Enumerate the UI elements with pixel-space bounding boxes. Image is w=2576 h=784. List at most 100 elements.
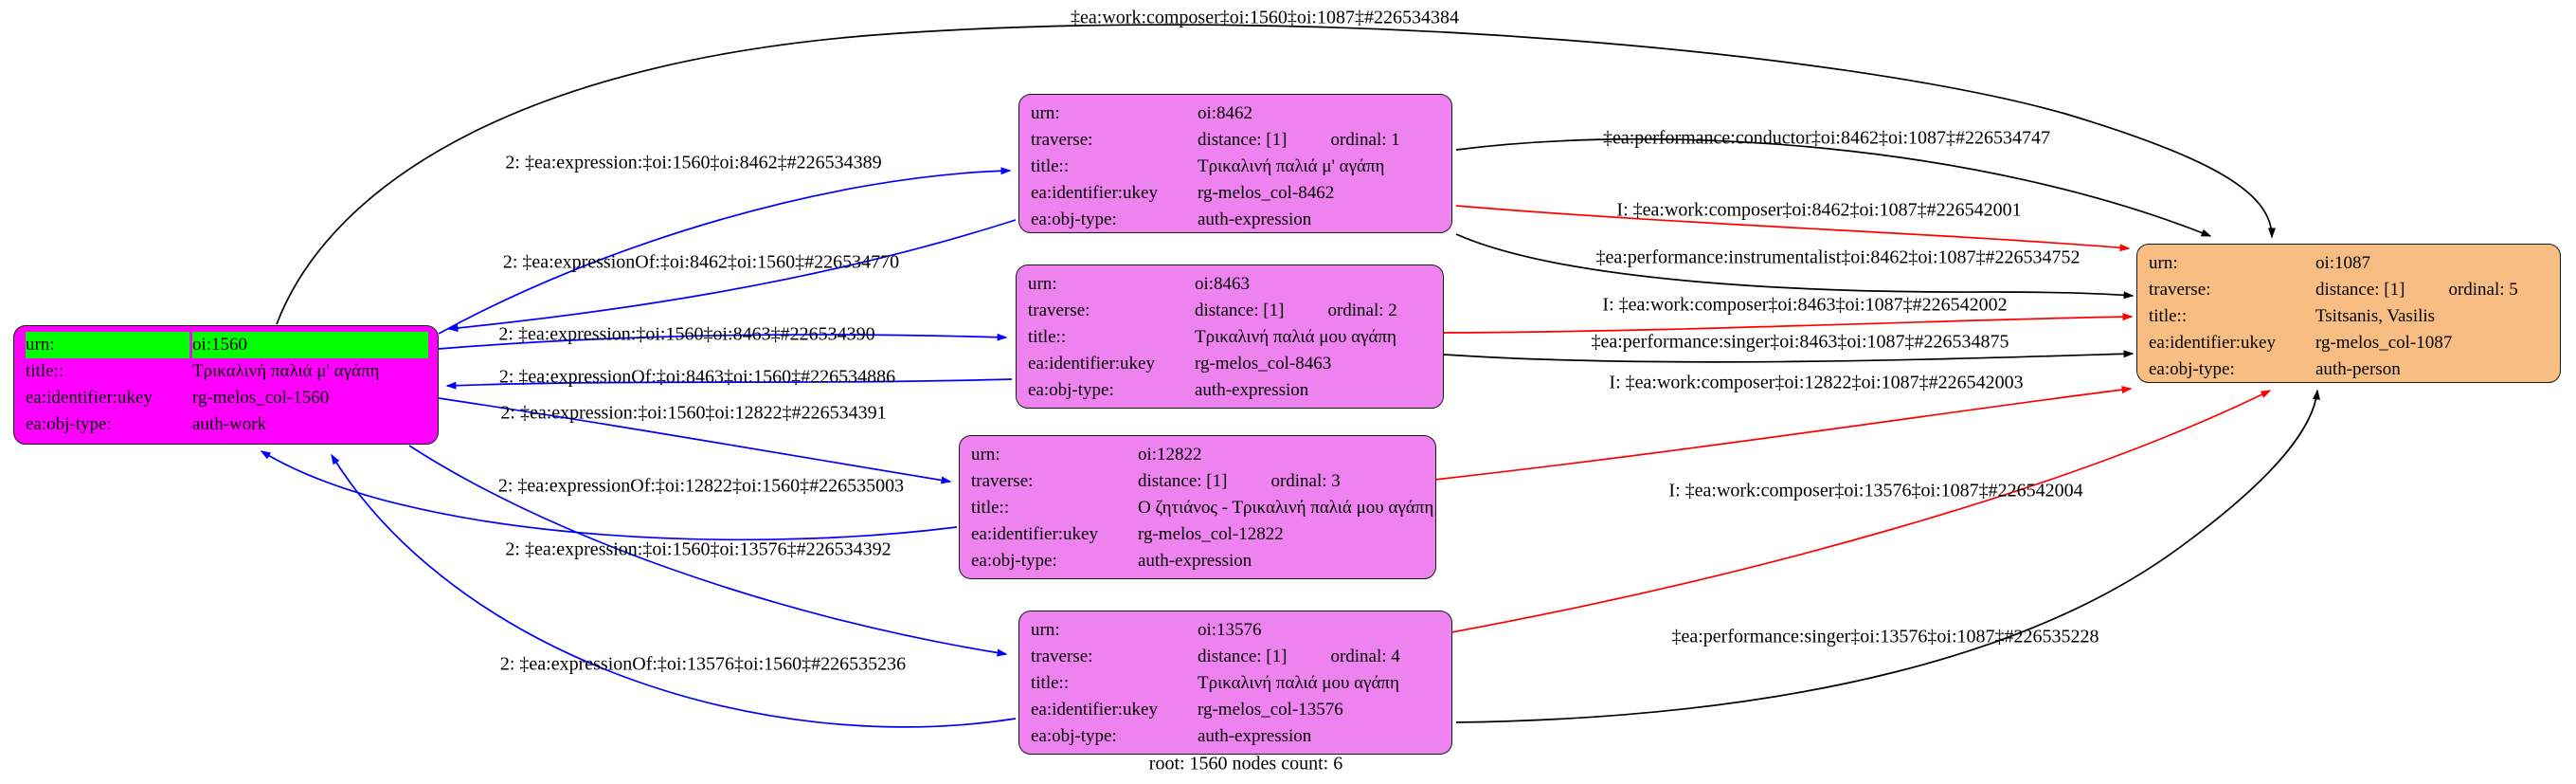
ukey-value: rg-melos_col-1087: [2315, 333, 2453, 353]
edge-work-composer-1560-1087: [276, 24, 2276, 325]
node-row-objtype: ea:obj-type: auth-expression: [971, 548, 1426, 574]
traverse-distance: distance: [1]: [1195, 301, 1285, 320]
ukey-label: ea:identifier:ukey: [971, 524, 1098, 544]
title-value: Τρικαλινή παλιά μου αγάπη: [1198, 673, 1399, 693]
traverse-ordinal: ordinal: 3: [1270, 471, 1341, 491]
traverse-label: traverse:: [971, 471, 1034, 491]
edge-label-work-composer-8462-1087: I: ‡ea:work:composer‡oi:8462‡oi:1087‡#22…: [1616, 199, 2022, 221]
node-row-urn: urn: oi:1087: [2149, 250, 2550, 277]
node-oi-8462: urn: oi:8462 traverse: distance: [1] ord…: [1018, 94, 1452, 233]
edge-expression-1560-8463: [438, 333, 1008, 350]
node-row-title: title:: Τρικαλινή παλιά μ' αγάπη: [26, 358, 428, 385]
edge-label-expression-1560-13576: 2: ‡ea:expression:‡oi:1560‡oi:13576‡#226…: [505, 538, 892, 560]
title-value: Τρικαλινή παλιά μ' αγάπη: [1198, 156, 1385, 176]
node-oi-1560: urn: oi:1560 title:: Τρικαλινή παλιά μ' …: [13, 325, 439, 445]
traverse-label: traverse:: [2149, 280, 2211, 300]
title-value: Tsitsanis, Vasilis: [2315, 306, 2436, 326]
node-row-traverse: traverse: distance: [1] ordinal: 5: [2149, 277, 2550, 303]
node-row-objtype: ea:obj-type: auth-expression: [1031, 207, 1442, 233]
title-value: Ο ζητιάνος - Τρικαλινή παλιά μου αγάπη: [1138, 498, 1434, 518]
urn-value: oi:8463: [1195, 274, 1251, 294]
edge-expression-1560-12822: [438, 397, 952, 484]
title-label: title::: [26, 361, 64, 381]
node-oi-1087: urn: oi:1087 traverse: distance: [1] ord…: [2136, 244, 2561, 383]
edge-expressionOf-8462-1560: [447, 219, 1017, 333]
node-row-traverse: traverse: distance: [1] ordinal: 2: [1028, 298, 1433, 324]
node-row-ukey: ea:identifier:ukey rg-melos_col-8462: [1031, 180, 1442, 207]
traverse-label: traverse:: [1031, 647, 1093, 666]
node-row-objtype: ea:obj-type: auth-expression: [1031, 723, 1442, 750]
objtype-value: auth-expression: [1195, 380, 1309, 400]
urn-label: urn:: [2149, 253, 2178, 273]
objtype-label: ea:obj-type:: [2149, 359, 2235, 379]
edge-performance-instrumentalist-8462-1087: [1455, 233, 2135, 300]
traverse-ordinal: ordinal: 4: [1330, 647, 1400, 666]
edge-expressionOf-12822-1560: [260, 450, 958, 541]
edge-expression-1560-8462: [438, 167, 1012, 335]
edge-work-composer-12822-1087: [1433, 386, 2133, 481]
ukey-value: rg-melos_col-8463: [1195, 354, 1332, 374]
edge-performance-conductor-8462-1087: [1455, 137, 2212, 237]
node-oi-12822: urn: oi:12822 traverse: distance: [1] or…: [959, 435, 1436, 579]
edge-label-expressionOf-12822-1560: 2: ‡ea:expressionOf:‡oi:12822‡oi:1560‡#2…: [497, 475, 905, 497]
node-row-ukey: ea:identifier:ukey rg-melos_col-8463: [1028, 351, 1433, 377]
urn-value: oi:8462: [1198, 103, 1253, 123]
edge-work-composer-8462-1087: [1455, 205, 2131, 252]
edge-label-expression-1560-12822: 2: ‡ea:expression:‡oi:1560‡oi:12822‡#226…: [500, 402, 887, 424]
traverse-label: traverse:: [1028, 301, 1090, 320]
ukey-label: ea:identifier:ukey: [2149, 333, 2276, 353]
objtype-value: auth-work: [192, 414, 267, 434]
node-row-traverse: traverse: distance: [1] ordinal: 3: [971, 468, 1426, 495]
node-row-urn: urn: oi:8463: [1028, 271, 1433, 298]
node-row-ukey: ea:identifier:ukey rg-melos_col-12822: [971, 521, 1426, 548]
objtype-label: ea:obj-type:: [971, 551, 1057, 571]
objtype-value: auth-expression: [1198, 726, 1312, 746]
node-row-objtype: ea:obj-type: auth-expression: [1028, 377, 1433, 404]
urn-label: urn:: [1028, 274, 1057, 294]
edge-performance-singer-8463-1087: [1443, 350, 2135, 363]
edge-label-work-composer-13576-1087: I: ‡ea:work:composer‡oi:13576‡oi:1087‡#2…: [1668, 480, 2083, 501]
edge-label-expression-1560-8463: 2: ‡ea:expression:‡oi:1560‡oi:8463‡#2265…: [498, 323, 875, 345]
node-row-ukey: ea:identifier:ukey rg-melos_col-13576: [1031, 697, 1442, 723]
objtype-label: ea:obj-type:: [1031, 210, 1117, 229]
node-row-objtype: ea:obj-type: auth-work: [26, 411, 428, 438]
node-row-urn: urn: oi:1560: [26, 332, 428, 358]
traverse-ordinal: ordinal: 2: [1327, 301, 1397, 320]
urn-label: urn:: [1031, 620, 1060, 640]
traverse-label: traverse:: [1031, 130, 1093, 150]
traverse-ordinal: ordinal: 1: [1330, 130, 1400, 150]
node-oi-13576: urn: oi:13576 traverse: distance: [1] or…: [1018, 611, 1452, 755]
traverse-distance: distance: [1]: [1198, 647, 1288, 666]
edge-label-expressionOf-8462-1560: 2: ‡ea:expressionOf:‡oi:8462‡oi:1560‡#22…: [502, 251, 900, 273]
node-row-traverse: traverse: distance: [1] ordinal: 1: [1031, 127, 1442, 154]
edge-label-work-composer-1560-1087: ‡ea:work:composer‡oi:1560‡oi:1087‡#22653…: [1071, 7, 1459, 28]
traverse-distance: distance: [1]: [2315, 280, 2405, 300]
ukey-value: rg-melos_col-1560: [192, 388, 330, 408]
objtype-value: auth-expression: [1198, 210, 1312, 229]
node-row-traverse: traverse: distance: [1] ordinal: 4: [1031, 644, 1442, 670]
edge-expressionOf-8463-1560: [445, 378, 1013, 390]
urn-label: urn:: [1031, 103, 1060, 123]
title-value: Τρικαλινή παλιά μ' αγάπη: [192, 361, 380, 381]
objtype-label: ea:obj-type:: [1028, 380, 1114, 400]
node-row-title: title:: Τρικαλινή παλιά μ' αγάπη: [1031, 154, 1442, 180]
urn-value: oi:1087: [2315, 253, 2371, 273]
edge-expressionOf-13576-1560: [331, 453, 1017, 728]
title-label: title::: [1028, 327, 1067, 347]
traverse-ordinal: ordinal: 5: [2448, 280, 2518, 300]
title-label: title::: [1031, 156, 1070, 176]
node-row-ukey: ea:identifier:ukey rg-melos_col-1560: [26, 385, 428, 411]
edge-label-performance-singer-13576-1087: ‡ea:performance:singer‡oi:13576‡oi:1087‡…: [1671, 626, 2099, 647]
edge-label-expressionOf-13576-1560: 2: ‡ea:expressionOf:‡oi:13576‡oi:1560‡#2…: [499, 653, 907, 675]
urn-value: oi:1560: [192, 332, 428, 358]
edge-label-work-composer-12822-1087: I: ‡ea:work:composer‡oi:12822‡oi:1087‡#2…: [1609, 372, 2024, 393]
ukey-label: ea:identifier:ukey: [1031, 183, 1158, 203]
edge-label-performance-conductor-8462-1087: ‡ea:performance:conductor‡oi:8462‡oi:108…: [1602, 127, 2051, 149]
traverse-distance: distance: [1]: [1138, 471, 1228, 491]
traverse-distance: distance: [1]: [1198, 130, 1288, 150]
edge-label-performance-instrumentalist-8462-1087: ‡ea:performance:instrumentalist‡oi:8462‡…: [1595, 246, 2081, 268]
node-row-title: title:: Tsitsanis, Vasilis: [2149, 303, 2550, 330]
node-row-urn: urn: oi:8462: [1031, 100, 1442, 127]
